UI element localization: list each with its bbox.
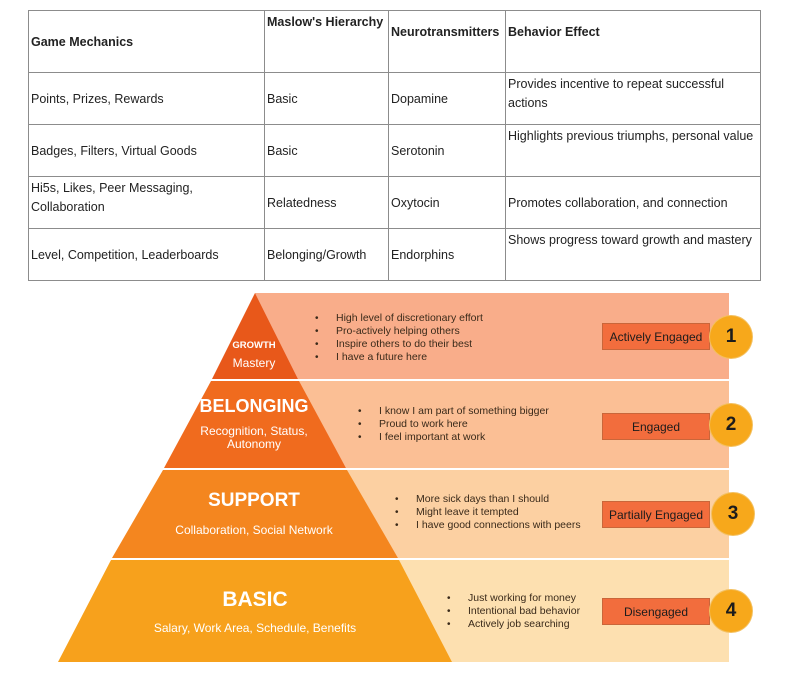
list-item: I have good connections with peers [395,519,581,532]
table-cell: Endorphins [388,228,506,281]
basic-subtitle: Salary, Work Area, Schedule, Benefits [153,621,357,635]
growth-bullet-list: High level of discretionary effort Pro-a… [315,312,483,364]
support-bullet-list: More sick days than I should Might leave… [395,493,581,532]
table-cell: Belonging/Growth [264,228,389,281]
rank-badge-1: 1 [710,316,752,358]
support-title: SUPPORT [208,490,300,511]
list-item: More sick days than I should [395,493,581,506]
list-item: Proud to work here [358,418,549,431]
header-game-mechanics: Game Mechanics [28,10,265,73]
belonging-bullet-list: I know I am part of something bigger Pro… [358,405,549,444]
list-item: I have a future here [315,351,483,364]
table-cell: Basic [264,124,389,177]
list-item: Might leave it tempted [395,506,581,519]
list-item: Intentional bad behavior [447,605,580,618]
list-item: I feel important at work [358,431,549,444]
list-item: Inspire others to do their best [315,338,483,351]
table-cell: Provides incentive to repeat successful … [505,72,761,125]
table-row: Points, Prizes, Rewards Basic Dopamine P… [28,72,761,125]
header-behavior-effect: Behavior Effect [505,10,761,73]
table-cell: Promotes collaboration, and connection [505,176,761,229]
list-item: High level of discretionary effort [315,312,483,325]
status-badge-disengaged: Disengaged [602,598,710,625]
growth-subtitle: Mastery [232,356,276,370]
table-cell: Points, Prizes, Rewards [28,72,265,125]
support-subtitle: Collaboration, Social Network [175,523,333,537]
growth-title: GROWTH [232,340,276,351]
rank-badge-4: 4 [710,590,752,632]
list-item: Actively job searching [447,618,580,631]
basic-title: BASIC [222,588,288,611]
table-cell: Oxytocin [388,176,506,229]
basic-bullet-list: Just working for money Intentional bad b… [447,592,580,631]
header-maslows-hierarchy: Maslow's Hierarchy [264,10,389,73]
table-row: Level, Competition, Leaderboards Belongi… [28,228,761,281]
list-item: I know I am part of something bigger [358,405,549,418]
rank-badge-3: 3 [712,493,754,535]
table-cell: Level, Competition, Leaderboards [28,228,265,281]
game-mechanics-table: Game Mechanics Maslow's Hierarchy Neurot… [28,10,761,281]
table-header-row: Game Mechanics Maslow's Hierarchy Neurot… [28,10,761,73]
table-cell: Serotonin [388,124,506,177]
support-tier [112,470,398,558]
list-item: Just working for money [447,592,580,605]
list-item: Pro-actively helping others [315,325,483,338]
growth-tier [212,293,298,379]
table-cell: Highlights previous triumphs, personal v… [505,124,761,177]
status-badge-partially-engaged: Partially Engaged [602,501,710,528]
rank-badge-2: 2 [710,404,752,446]
table-cell: Shows progress toward growth and mastery [505,228,761,281]
belonging-tier [164,381,346,468]
status-badge-actively-engaged: Actively Engaged [602,323,710,350]
table-cell: Dopamine [388,72,506,125]
belonging-subtitle: Recognition, Status, Autonomy [200,424,308,451]
status-badge-engaged: Engaged [602,413,710,440]
basic-tier [58,560,452,662]
table-cell: Relatedness [264,176,389,229]
belonging-title: BELONGING [199,396,309,416]
